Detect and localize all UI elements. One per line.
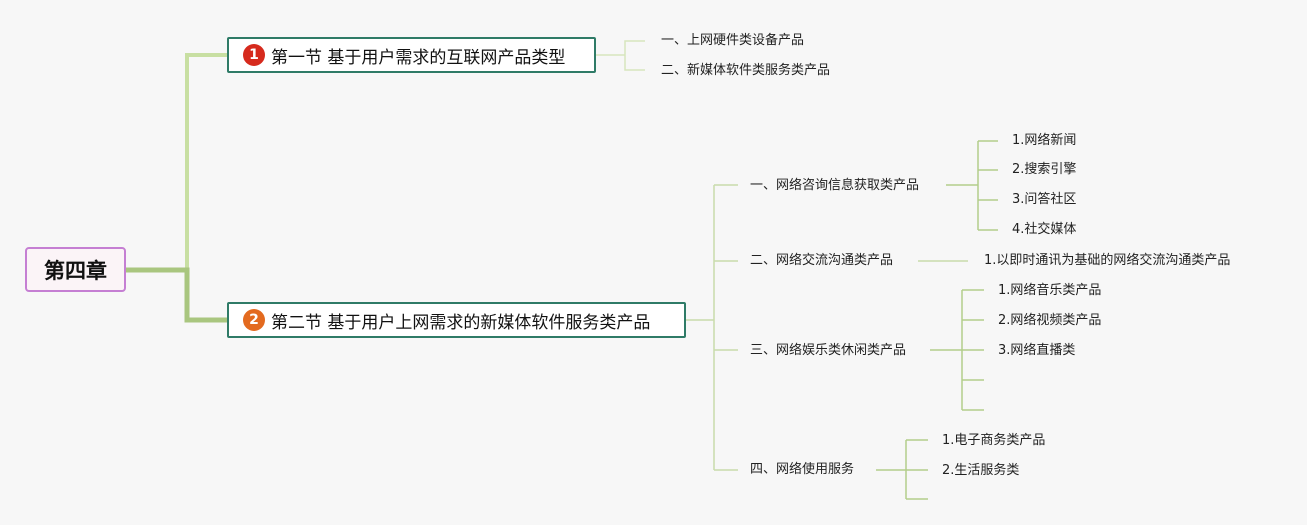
priority-2-icon: 2 bbox=[243, 309, 265, 331]
section-1-label: 第一节 基于用户需求的互联网产品类型 bbox=[271, 47, 566, 68]
topic-network-services[interactable]: 四、网络使用服务 bbox=[750, 462, 855, 477]
section-node-1[interactable]: 1 第一节 基于用户需求的互联网产品类型 bbox=[227, 37, 596, 73]
subtopic-life-services[interactable]: 2.生活服务类 bbox=[942, 463, 1020, 478]
subtopic-video[interactable]: 2.网络视频类产品 bbox=[998, 313, 1102, 328]
subtopic-search-engine[interactable]: 2.搜索引擎 bbox=[1012, 162, 1077, 177]
root-node[interactable]: 第四章 bbox=[25, 247, 126, 292]
topic-new-media-software[interactable]: 二、新媒体软件类服务类产品 bbox=[661, 63, 831, 78]
topic-info-acquisition[interactable]: 一、网络咨询信息获取类产品 bbox=[750, 178, 920, 193]
subtopic-news[interactable]: 1.网络新闻 bbox=[1012, 133, 1077, 148]
topic-communication[interactable]: 二、网络交流沟通类产品 bbox=[750, 253, 894, 268]
priority-1-icon: 1 bbox=[243, 44, 265, 66]
section-node-2[interactable]: 2 第二节 基于用户上网需求的新媒体软件服务类产品 bbox=[227, 302, 686, 338]
subtopic-ecommerce[interactable]: 1.电子商务类产品 bbox=[942, 433, 1046, 448]
topic-hardware-products[interactable]: 一、上网硬件类设备产品 bbox=[661, 33, 805, 48]
subtopic-social-media[interactable]: 4.社交媒体 bbox=[1012, 222, 1077, 237]
topic-entertainment[interactable]: 三、网络娱乐类休闲类产品 bbox=[750, 343, 907, 358]
section-2-label: 第二节 基于用户上网需求的新媒体软件服务类产品 bbox=[271, 312, 651, 333]
subtopic-qa-community[interactable]: 3.问答社区 bbox=[1012, 192, 1077, 207]
subtopic-live-streaming[interactable]: 3.网络直播类 bbox=[998, 343, 1076, 358]
subtopic-instant-messaging[interactable]: 1.以即时通讯为基础的网络交流沟通类产品 bbox=[984, 253, 1231, 268]
root-label: 第四章 bbox=[44, 258, 107, 283]
subtopic-music[interactable]: 1.网络音乐类产品 bbox=[998, 283, 1102, 298]
